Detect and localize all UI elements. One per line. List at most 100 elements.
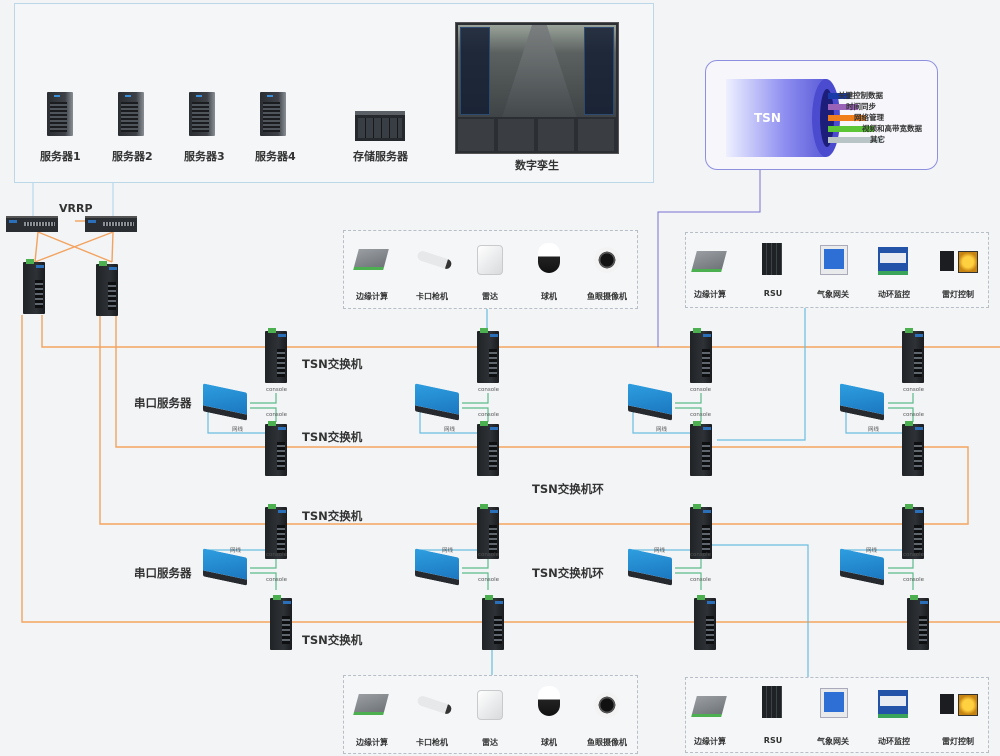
tsn-cable-end-icon xyxy=(812,79,840,157)
device-label: 鱼眼摄像机 xyxy=(587,292,627,301)
tsn-switch-label: TSN交换机 xyxy=(302,633,363,647)
serial-server-label: 串口服务器 xyxy=(134,566,192,580)
device-label: RSU xyxy=(763,736,783,745)
stream-label: 视频和高带宽数据 xyxy=(862,124,922,133)
tsn-switch-label: TSN交换机 xyxy=(302,357,363,371)
console-label: console xyxy=(266,577,288,583)
tsn-tap-line xyxy=(657,168,761,347)
rsu-icon xyxy=(762,243,782,275)
device-label: 雷达 xyxy=(482,292,498,301)
tsn-ring-lines xyxy=(21,220,1000,623)
device-label: 球机 xyxy=(541,292,557,301)
edge-compute-icon xyxy=(691,696,727,717)
aggregation-switch-icon xyxy=(96,261,118,316)
console-label: console xyxy=(266,552,288,558)
network-cable-label: 网线 xyxy=(866,548,878,554)
fisheye-camera-icon xyxy=(594,247,620,273)
tsn-switch-icon xyxy=(690,421,712,476)
tsn-switch-icon xyxy=(694,595,716,650)
radar-icon xyxy=(477,690,503,720)
rsu-icon xyxy=(762,686,782,718)
network-cable-label: 网线 xyxy=(868,427,880,433)
tsn-switch-icon xyxy=(477,504,499,559)
console-label: console xyxy=(903,577,925,583)
console-lines xyxy=(250,393,914,590)
weather-gateway-icon xyxy=(820,245,848,275)
stream-color-mgmt xyxy=(828,115,866,121)
fisheye-camera-icon xyxy=(594,692,620,718)
device-label: 气象网关 xyxy=(817,737,849,746)
dome-camera-icon xyxy=(538,243,560,273)
console-label: console xyxy=(478,577,500,583)
tsn-switch-icon xyxy=(270,595,292,650)
tsn-switch-icon xyxy=(902,504,924,559)
stream-label: 时间同步 xyxy=(846,102,876,111)
tsn-switch-icon xyxy=(477,328,499,383)
serial-server-label: 串口服务器 xyxy=(134,396,192,410)
network-cable-label: 网线 xyxy=(442,548,454,554)
device-label: 边缘计算 xyxy=(356,738,388,747)
network-cable-label: 网线 xyxy=(444,427,456,433)
network-cable-lines xyxy=(207,305,902,690)
network-cable-label: 网线 xyxy=(232,427,244,433)
stream-color-sync xyxy=(828,104,858,110)
console-label: console xyxy=(903,552,925,558)
device-label: 动环监控 xyxy=(878,290,910,299)
signal-controller-icon xyxy=(940,694,954,714)
device-group-top-right: 边缘计算 RSU 气象网关 动环监控 雷灯控制 xyxy=(685,232,989,308)
core-switch-icon xyxy=(85,216,137,232)
device-label: 边缘计算 xyxy=(694,737,726,746)
tsn-cable-icon xyxy=(726,79,826,157)
device-label: 鱼眼摄像机 xyxy=(587,738,627,747)
signal-controller-icon xyxy=(940,251,954,271)
tsn-switch-icon xyxy=(690,328,712,383)
tsn-switch-icon xyxy=(907,595,929,650)
console-label: console xyxy=(478,387,500,393)
warning-light-icon xyxy=(958,694,978,716)
device-group-bottom-left: 边缘计算 卡口枪机 雷达 球机 鱼眼摄像机 xyxy=(343,675,638,754)
environment-monitor-icon xyxy=(878,247,908,275)
weather-gateway-icon xyxy=(820,688,848,718)
aggregation-switch-icon xyxy=(23,259,45,314)
console-label: console xyxy=(903,412,925,418)
device-group-top-left: 边缘计算 卡口枪机 雷达 球机 鱼眼摄像机 xyxy=(343,230,638,309)
checkpoint-camera-icon xyxy=(416,249,453,271)
edge-compute-icon xyxy=(353,249,389,270)
console-label: console xyxy=(690,577,712,583)
server-label: 服务器3 xyxy=(184,150,225,163)
console-label: console xyxy=(690,552,712,558)
tsn-ring-label: TSN交换机环 xyxy=(532,566,604,580)
console-label: console xyxy=(478,412,500,418)
device-label: 雷灯控制 xyxy=(942,290,974,299)
warning-light-icon xyxy=(958,251,978,273)
tsn-switch-label: TSN交换机 xyxy=(302,430,363,444)
server-label: 服务器1 xyxy=(40,150,81,163)
network-cable-label: 网线 xyxy=(230,548,242,554)
device-label: 边缘计算 xyxy=(694,290,726,299)
edge-compute-icon xyxy=(691,251,727,272)
vrrp-label: VRRP xyxy=(59,202,93,215)
device-label: 雷灯控制 xyxy=(942,737,974,746)
stream-color-video xyxy=(828,126,874,132)
console-label: console xyxy=(903,387,925,393)
console-label: console xyxy=(266,387,288,393)
checkpoint-camera-icon xyxy=(416,694,453,716)
tsn-title: TSN xyxy=(754,111,781,125)
tower-server-icon xyxy=(118,92,144,136)
device-label: 边缘计算 xyxy=(356,292,388,301)
device-label: 雷达 xyxy=(482,738,498,747)
tsn-switch-icon xyxy=(482,595,504,650)
tower-server-icon xyxy=(47,92,73,136)
device-label: RSU xyxy=(763,289,783,298)
tower-server-icon xyxy=(260,92,286,136)
tsn-switch-icon xyxy=(265,504,287,559)
radar-icon xyxy=(477,245,503,275)
video-wall-icon xyxy=(455,22,619,154)
device-label: 卡口枪机 xyxy=(416,738,448,747)
network-cable-label: 网线 xyxy=(654,548,666,554)
tsn-switch-icon xyxy=(265,328,287,383)
edge-compute-icon xyxy=(353,694,389,715)
stream-label: 网络管理 xyxy=(854,113,884,122)
stream-label: 其它 xyxy=(870,135,885,144)
